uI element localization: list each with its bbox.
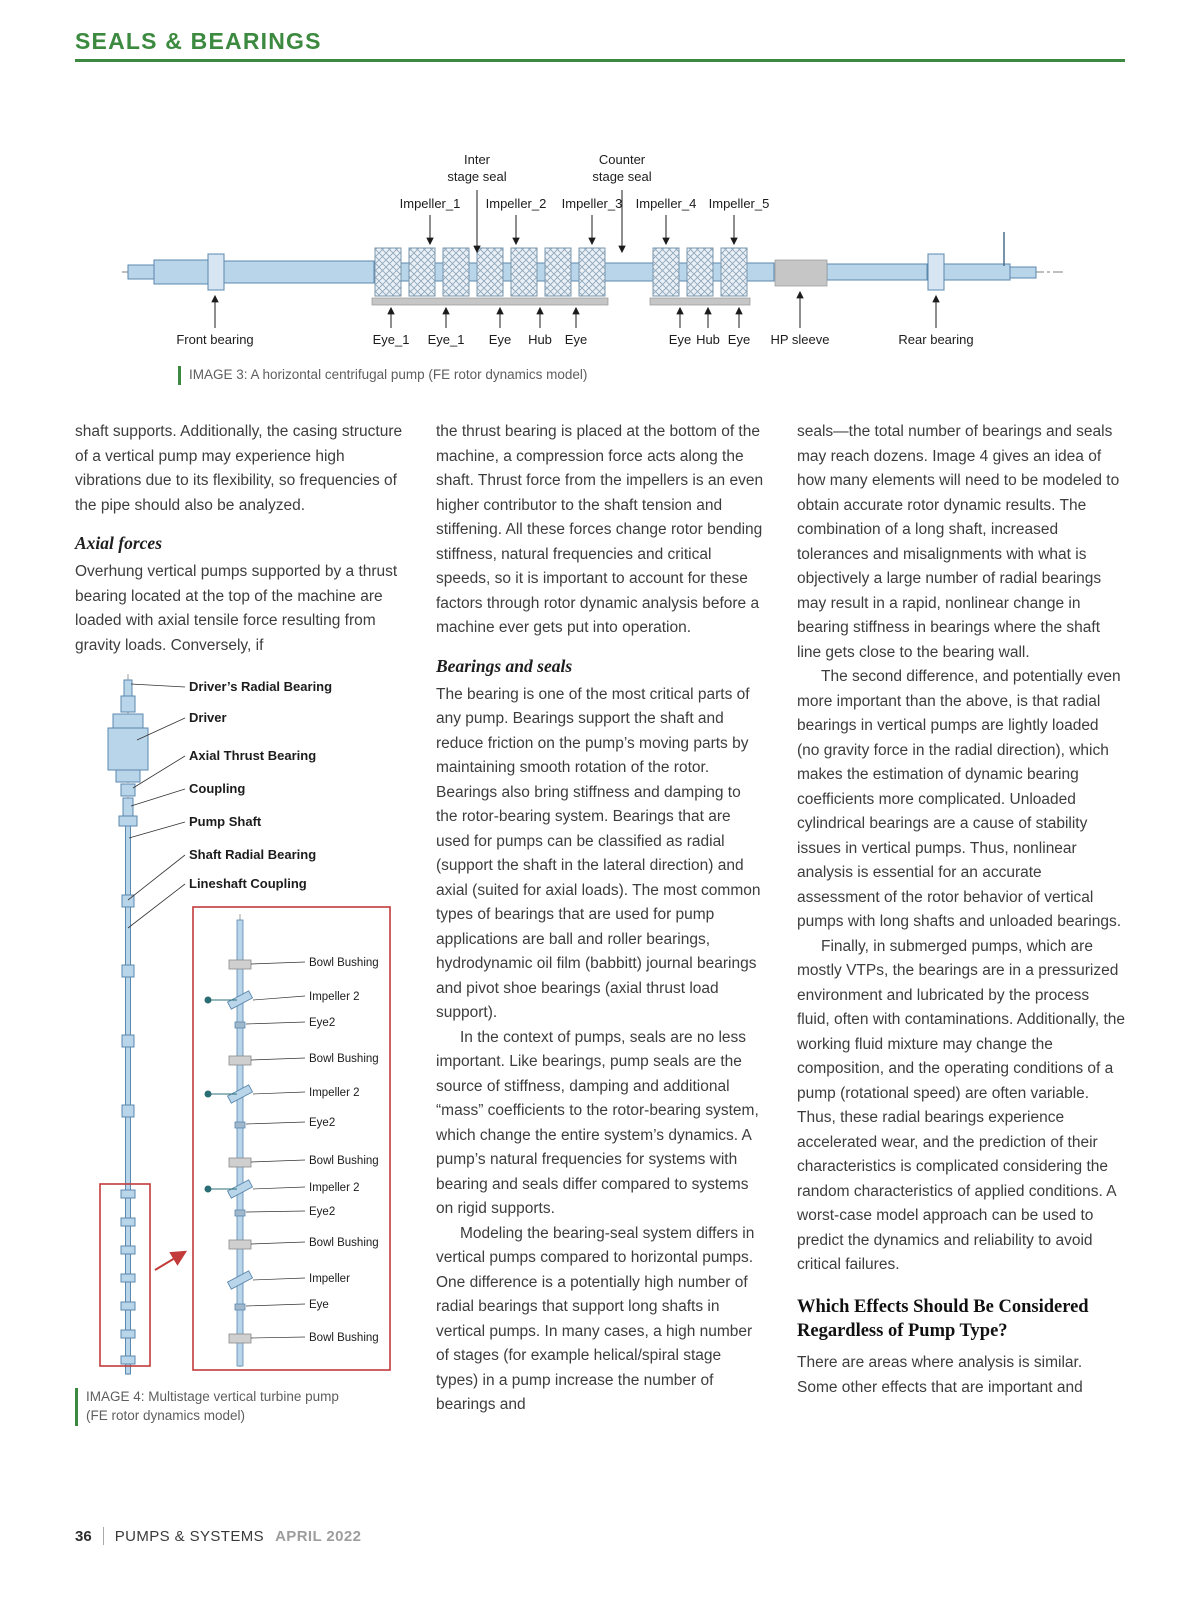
figure4-caption-line1: IMAGE 4: Multistage vertical turbine pum… bbox=[86, 1389, 339, 1404]
caption-bar bbox=[75, 1388, 78, 1426]
vertical-pump-body bbox=[107, 679, 149, 1375]
eye2-label: Eye2 bbox=[309, 1017, 335, 1029]
bowl-bushings bbox=[228, 959, 252, 1344]
page-footer: 36 PUMPS & SYSTEMS APRIL 2022 bbox=[75, 1527, 361, 1545]
hub-label: Hub bbox=[696, 332, 720, 347]
subheading-axial-forces: Axial forces bbox=[75, 533, 163, 553]
interstage-seal-label-line2: stage seal bbox=[447, 169, 506, 184]
driver-label: Driver bbox=[189, 710, 227, 725]
column-3: seals—the total number of bearings and s… bbox=[797, 420, 1125, 1426]
eye2-label: Eye2 bbox=[309, 1117, 335, 1129]
impeller2-label: Impeller 2 bbox=[309, 1087, 360, 1099]
bottom-arrows bbox=[211, 290, 940, 328]
hp-sleeve bbox=[774, 259, 828, 287]
figure4-svg: Driver’s Radial Bearing Driver Axial Thr… bbox=[99, 674, 391, 1376]
column-2: the thrust bearing is placed at the bott… bbox=[436, 420, 764, 1426]
article-columns: shaft supports. Additionally, the casing… bbox=[75, 420, 1125, 1426]
front-bearing-label: Front bearing bbox=[176, 332, 253, 347]
paragraph: Overhung vertical pumps supported by a t… bbox=[75, 563, 398, 654]
lineshaft-coupling-label: Lineshaft Coupling bbox=[189, 876, 307, 891]
drivers-radial-bearing-label: Driver’s Radial Bearing bbox=[189, 679, 332, 694]
bowl-bushing-label: Bowl Bushing bbox=[309, 1332, 379, 1344]
eye-label: Eye bbox=[728, 332, 750, 347]
detail-leader-lines bbox=[245, 961, 306, 1339]
hub-label: Hub bbox=[528, 332, 552, 347]
pump-shaft-label: Pump Shaft bbox=[189, 814, 262, 829]
bowl-bushing-label: Bowl Bushing bbox=[309, 1155, 379, 1167]
figure4-caption-text: IMAGE 4: Multistage vertical turbine pum… bbox=[86, 1388, 339, 1426]
paragraph: shaft supports. Additionally, the casing… bbox=[75, 423, 403, 514]
zoom-arrow bbox=[154, 1250, 188, 1271]
paragraph: Finally, in submerged pumps, which are m… bbox=[797, 937, 1125, 1274]
impeller-eyes bbox=[234, 1021, 246, 1311]
magazine-name: PUMPS & SYSTEMS bbox=[114, 1527, 265, 1545]
detail-zoom-box bbox=[192, 906, 391, 1371]
issue-date: APRIL 2022 bbox=[275, 1527, 362, 1545]
column-1: shaft supports. Additionally, the casing… bbox=[75, 420, 403, 1426]
figure3-horizontal-pump-diagram: Inter stage seal Counter stage seal Impe… bbox=[120, 148, 1070, 363]
paragraph: The second difference, and potentially e… bbox=[797, 668, 1121, 930]
heading-which-effects: Which Effects Should Be Considered Regar… bbox=[797, 1296, 1089, 1342]
impeller-label: Impeller_1 bbox=[400, 196, 461, 211]
subheading-bearings-and-seals: Bearings and seals bbox=[436, 655, 573, 676]
figure3-caption-text: IMAGE 3: A horizontal centrifugal pump (… bbox=[189, 367, 588, 382]
coupling-label: Coupling bbox=[189, 781, 245, 796]
impeller2-label: Impeller 2 bbox=[309, 1182, 360, 1194]
seal-housings bbox=[371, 259, 828, 306]
main-leader-lines bbox=[127, 683, 186, 929]
rear-bearing-label: Rear bearing bbox=[898, 332, 973, 347]
impeller-stack bbox=[374, 247, 748, 297]
interstage-seal-label-line1: Inter bbox=[464, 152, 491, 167]
impeller-label: Impeller_2 bbox=[486, 196, 547, 211]
page-number: 36 bbox=[75, 1527, 92, 1545]
hp-sleeve-label: HP sleeve bbox=[770, 332, 829, 347]
impeller2-label: Impeller 2 bbox=[309, 991, 360, 1003]
bowl-bushing-label: Bowl Bushing bbox=[309, 1053, 379, 1065]
eye-label: Eye bbox=[489, 332, 511, 347]
eye-label: Eye bbox=[309, 1299, 329, 1311]
bowl-bushing-label: Bowl Bushing bbox=[309, 957, 379, 969]
bowl-bushing-label: Bowl Bushing bbox=[309, 1237, 379, 1249]
eye-label: Eye_1 bbox=[428, 332, 465, 347]
front-bearing bbox=[207, 253, 225, 291]
rotor-shaft bbox=[127, 253, 1037, 291]
detail-shaft bbox=[204, 914, 254, 1367]
section-title: SEALS & BEARINGS bbox=[75, 28, 322, 54]
paragraph: Modeling the bearing-seal system differs… bbox=[436, 1224, 755, 1414]
caption-bar bbox=[178, 366, 181, 385]
footer-divider bbox=[102, 1527, 104, 1545]
eye2-label: Eye2 bbox=[309, 1206, 335, 1218]
figure4-caption: IMAGE 4: Multistage vertical turbine pum… bbox=[75, 1388, 403, 1426]
paragraph: In the context of pumps, seals are no le… bbox=[436, 1028, 759, 1218]
axial-thrust-bearing-label: Axial Thrust Bearing bbox=[189, 748, 316, 763]
paragraph: seals—the total number of bearings and s… bbox=[797, 423, 1120, 661]
figure4-vertical-pump-diagram: Driver’s Radial Bearing Driver Axial Thr… bbox=[75, 670, 405, 1382]
rear-bearing bbox=[927, 253, 945, 291]
figure3-svg: Inter stage seal Counter stage seal Impe… bbox=[122, 152, 1066, 347]
paragraph: the thrust bearing is placed at the bott… bbox=[436, 423, 764, 636]
impeller-label: Impeller_5 bbox=[709, 196, 770, 211]
eye-label: Eye bbox=[565, 332, 587, 347]
eye-label: Eye bbox=[669, 332, 691, 347]
counter-seal-label-line2: stage seal bbox=[592, 169, 651, 184]
shaft-highlight-box bbox=[99, 1183, 151, 1367]
eye-label: Eye_1 bbox=[373, 332, 410, 347]
impeller-label: Impeller_3 bbox=[562, 196, 623, 211]
figure4-caption-line2: (FE rotor dynamics model) bbox=[86, 1407, 246, 1423]
shaft-radial-bearing-label: Shaft Radial Bearing bbox=[189, 847, 316, 862]
detail-impellers bbox=[226, 990, 254, 1290]
paragraph: There are areas where analysis is simila… bbox=[797, 1354, 1083, 1396]
top-arrows bbox=[426, 190, 738, 254]
impeller-label: Impeller_4 bbox=[636, 196, 697, 211]
impeller-label: Impeller bbox=[309, 1273, 350, 1285]
impeller-nodes bbox=[204, 996, 237, 1193]
section-rule bbox=[75, 59, 1125, 62]
paragraph: The bearing is one of the most critical … bbox=[436, 685, 761, 1022]
figure3-caption: IMAGE 3: A horizontal centrifugal pump (… bbox=[178, 366, 587, 385]
counter-seal-label-line1: Counter bbox=[599, 152, 646, 167]
driver-block bbox=[107, 727, 149, 771]
